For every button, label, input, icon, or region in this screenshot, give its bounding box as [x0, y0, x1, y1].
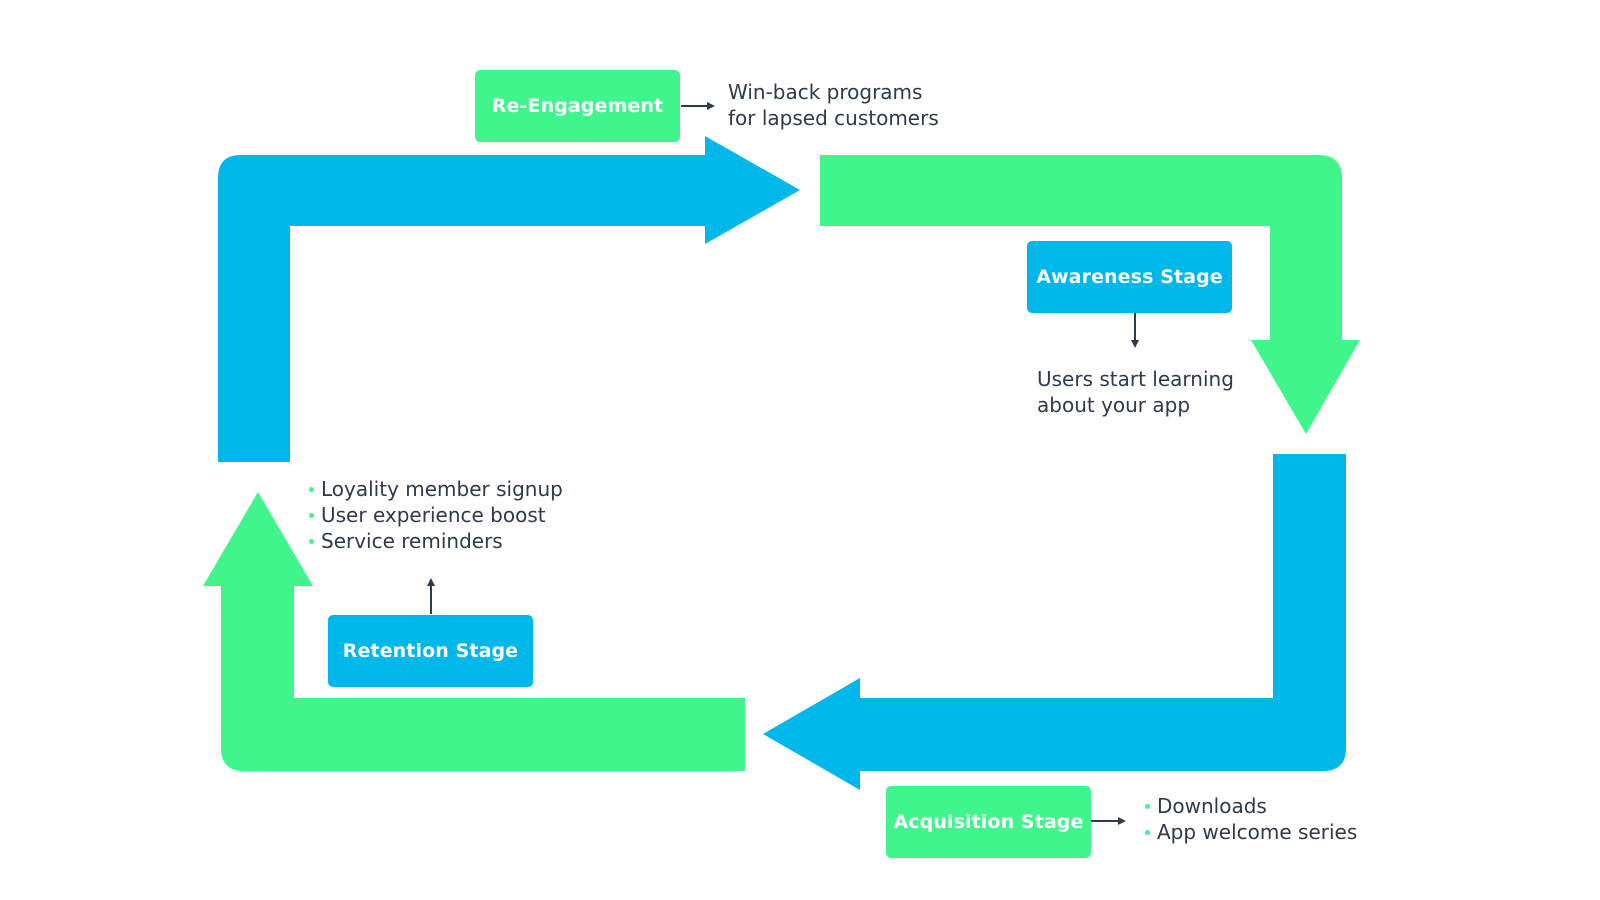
retention-bullet-list: Loyality member signup User experience b…: [308, 476, 563, 554]
awareness-note: Users start learning about your app: [1037, 366, 1234, 418]
awareness-note-line: about your app: [1037, 393, 1191, 417]
bottom-right-blue-arrow: [763, 454, 1346, 790]
acquisition-label: Acquisition Stage: [893, 811, 1084, 833]
awareness-label: Awareness Stage: [1036, 266, 1223, 288]
retention-bullet-item: User experience boost: [308, 502, 563, 528]
acquisition-bullet-list: Downloads App welcome series: [1144, 793, 1357, 845]
retention-bullet-item: Service reminders: [308, 528, 563, 554]
re-engagement-label: Re-Engagement: [491, 95, 664, 117]
acquisition-bullet-item: Downloads: [1144, 793, 1357, 819]
re-engagement-note: Win-back programs for lapsed customers: [728, 79, 939, 131]
re-engagement-note-line: for lapsed customers: [728, 106, 939, 130]
awareness-stage-box[interactable]: Awareness Stage: [1027, 241, 1232, 313]
acquisition-bullet-item: App welcome series: [1144, 819, 1357, 845]
top-right-green-arrow: [820, 155, 1360, 434]
retention-bullet-item: Loyality member signup: [308, 476, 563, 502]
bottom-left-green-arrow: [203, 492, 745, 771]
retention-label: Retention Stage: [342, 640, 519, 662]
awareness-note-line: Users start learning: [1037, 367, 1234, 391]
top-left-blue-arrow: [218, 136, 800, 462]
re-engagement-note-line: Win-back programs: [728, 80, 923, 104]
acquisition-stage-box[interactable]: Acquisition Stage: [886, 786, 1091, 858]
re-engagement-stage-box[interactable]: Re-Engagement: [475, 70, 680, 142]
retention-stage-box[interactable]: Retention Stage: [328, 615, 533, 687]
